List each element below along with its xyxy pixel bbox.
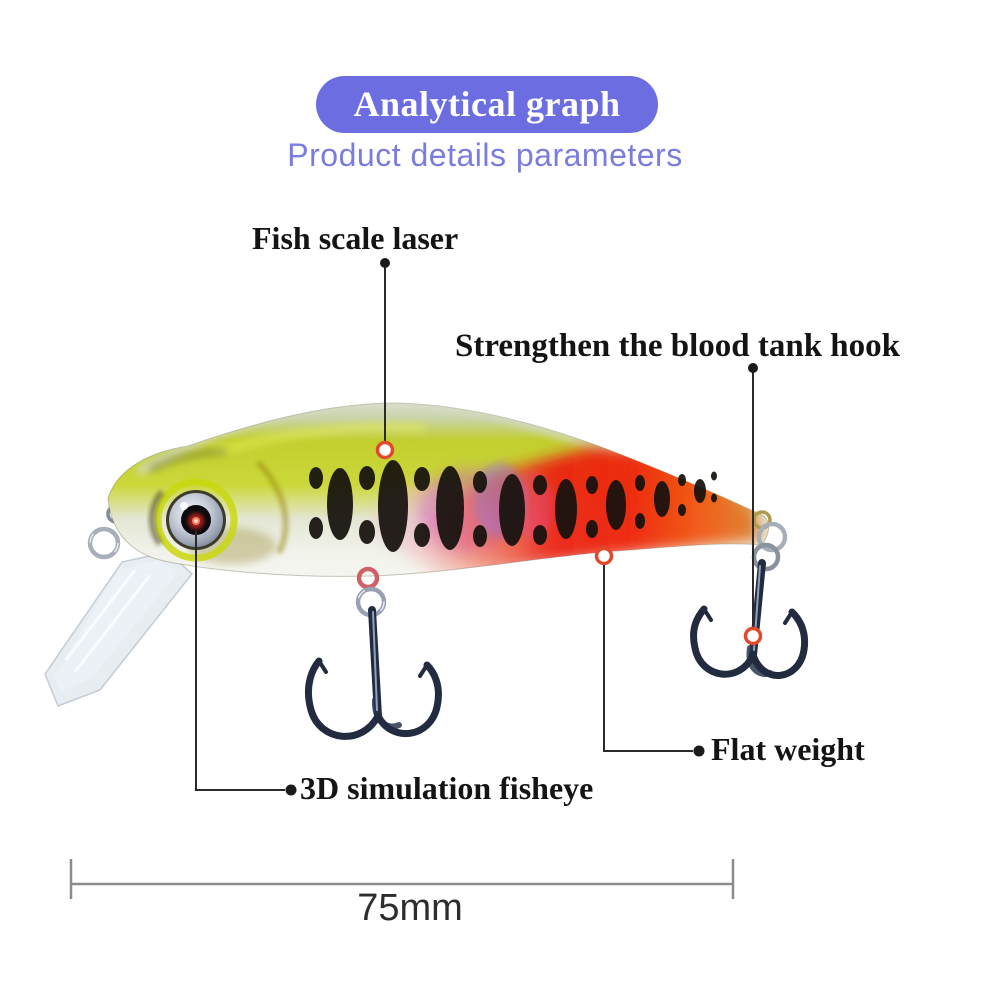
callout-dot-icon	[748, 363, 758, 373]
callout-label-blood-tank-hook: Strengthen the blood tank hook	[455, 328, 901, 364]
subtitle: Product details parameters	[287, 137, 683, 173]
diving-lip	[44, 551, 194, 707]
callout-target-icon	[743, 626, 763, 646]
callout-lines	[195, 264, 754, 791]
belly-treble-hook	[304, 566, 442, 740]
fisheye-callout-line	[195, 531, 285, 791]
callout-target-icon	[375, 440, 395, 460]
lateral-spots	[309, 460, 717, 552]
fisheye	[148, 478, 238, 562]
callout-dot-icon	[693, 745, 705, 757]
callout-label-fish-scale-laser: Fish scale laser	[252, 220, 459, 256]
callout-target-icon	[594, 546, 614, 566]
callout-label-3d-fisheye: 3D simulation fisheye	[300, 770, 594, 806]
length-dimension-label: 75mm	[357, 887, 463, 929]
callout-dots	[285, 258, 763, 796]
dimension-line	[69, 859, 735, 899]
callout-label-flat-weight: Flat weight	[711, 731, 865, 767]
callout-dot-icon	[285, 784, 297, 796]
analytical-graph-badge: Analytical graph	[316, 76, 658, 133]
flat-weight-callout-line	[603, 563, 693, 752]
callout-dot-icon	[380, 258, 390, 268]
lure-body	[107, 402, 770, 577]
